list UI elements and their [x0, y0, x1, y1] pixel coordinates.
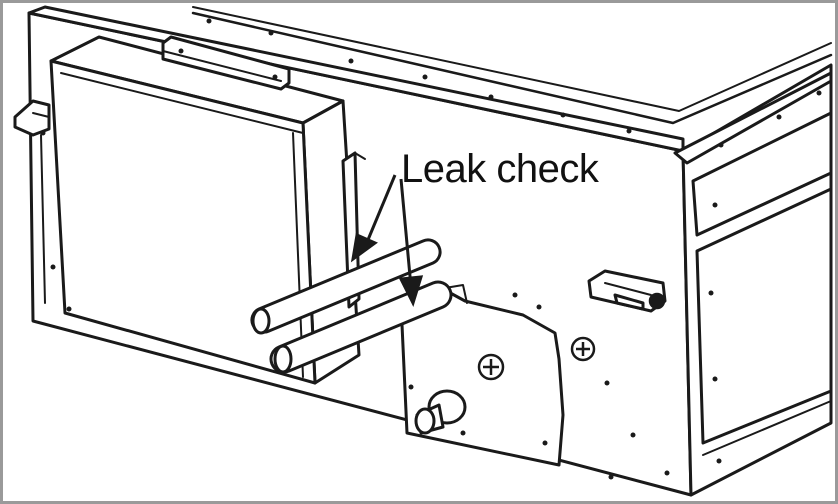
electrical-box	[49, 35, 361, 385]
mounting-bracket-top	[161, 35, 291, 91]
refrigerant-pipe-upper	[250, 238, 442, 335]
refrigerant-pipe-lower	[269, 280, 453, 374]
cabinet-top-edge	[191, 6, 833, 125]
screw-icon	[477, 292, 666, 381]
arrow-icon	[350, 174, 424, 308]
drain-connector	[414, 389, 467, 435]
rivet-dots	[40, 18, 822, 480]
unit-illustration	[13, 5, 833, 497]
cabinet-side-panel	[673, 63, 833, 497]
mounting-bracket-left	[13, 99, 51, 304]
leak-check-label: Leak check	[401, 147, 599, 191]
